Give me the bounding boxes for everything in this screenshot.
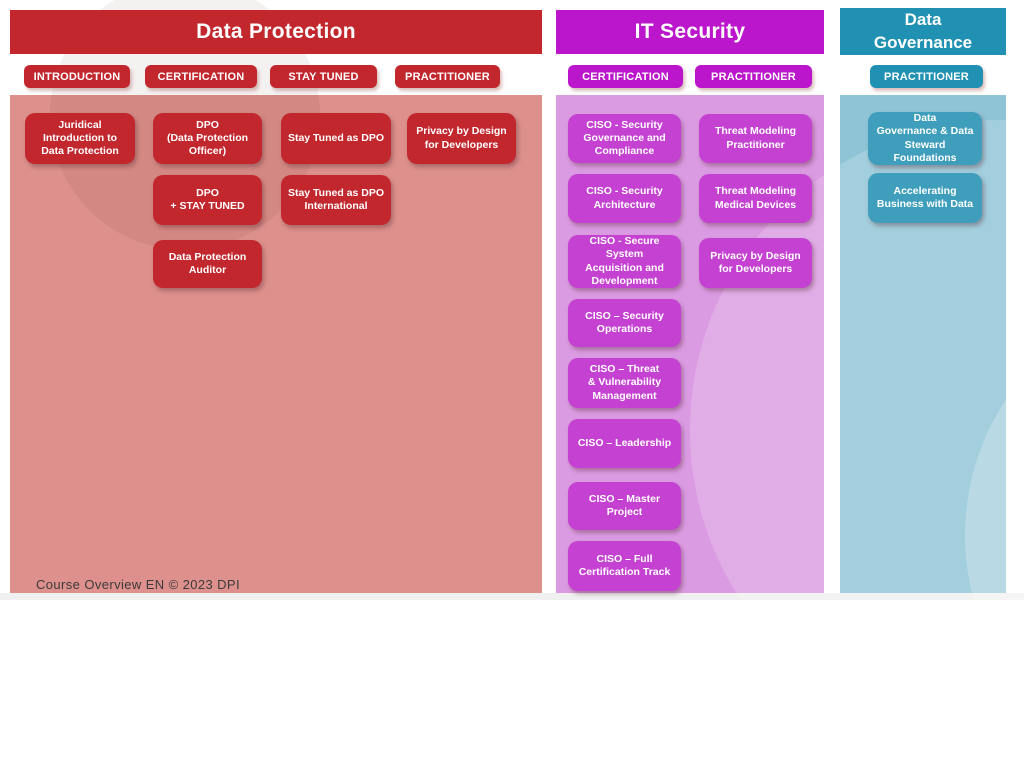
bottom-strip [0, 593, 1024, 600]
tab-it-practitioner[interactable]: PRACTITIONER [695, 65, 812, 88]
tab-dp-practitioner[interactable]: PRACTITIONER [395, 65, 500, 88]
card-threat-modeling-practitioner[interactable]: Threat Modeling Practitioner [699, 114, 812, 163]
card-stay-tuned-as-dpo[interactable]: Stay Tuned as DPO [281, 113, 391, 164]
card-ciso-security-operations[interactable]: CISO – Security Operations [568, 299, 681, 347]
card-ciso-leadership[interactable]: CISO – Leadership [568, 419, 681, 468]
card-threat-modeling-medical-devices[interactable]: Threat Modeling Medical Devices [699, 174, 812, 223]
card-ciso-full-certification-track[interactable]: CISO – Full Certification Track [568, 541, 681, 591]
card-juridical-introduction[interactable]: Juridical Introduction to Data Protectio… [25, 113, 135, 164]
data-protection-panel [10, 95, 542, 593]
tab-dp-introduction[interactable]: INTRODUCTION [24, 65, 130, 88]
data-governance-panel [840, 95, 1006, 593]
card-dpo[interactable]: DPO (Data Protection Officer) [153, 113, 262, 164]
card-ciso-secure-system-acquisition[interactable]: CISO - Secure System Acquisition and Dev… [568, 235, 681, 288]
card-ciso-governance-compliance[interactable]: CISO - Security Governance and Complianc… [568, 114, 681, 163]
card-ciso-security-architecture[interactable]: CISO - Security Architecture [568, 174, 681, 223]
section-header-it-security: IT Security [556, 10, 824, 54]
card-data-protection-auditor[interactable]: Data Protection Auditor [153, 240, 262, 288]
card-dp-privacy-by-design[interactable]: Privacy by Design for Developers [407, 113, 516, 164]
card-ciso-master-project[interactable]: CISO – Master Project [568, 482, 681, 530]
tab-dp-certification[interactable]: CERTIFICATION [145, 65, 257, 88]
card-stay-tuned-international[interactable]: Stay Tuned as DPO International [281, 175, 391, 225]
course-overview-page: Data Protection IT Security Data Governa… [0, 0, 1024, 600]
tab-dp-stay-tuned[interactable]: STAY TUNED [270, 65, 377, 88]
section-header-data-governance: Data Governance [840, 8, 1006, 55]
section-header-data-protection: Data Protection [10, 10, 542, 54]
tab-dg-practitioner[interactable]: PRACTITIONER [870, 65, 983, 88]
card-ciso-threat-vulnerability[interactable]: CISO – Threat & Vulnerability Management [568, 358, 681, 408]
card-it-privacy-by-design[interactable]: Privacy by Design for Developers [699, 238, 812, 288]
card-dg-foundations[interactable]: Data Governance & Data Steward Foundatio… [868, 112, 982, 165]
card-dpo-stay-tuned[interactable]: DPO + STAY TUNED [153, 175, 262, 225]
tab-it-certification[interactable]: CERTIFICATION [568, 65, 683, 88]
card-accelerating-business-with-data[interactable]: Accelerating Business with Data [868, 173, 982, 223]
footer-caption: Course Overview EN © 2023 DPI [36, 577, 240, 592]
